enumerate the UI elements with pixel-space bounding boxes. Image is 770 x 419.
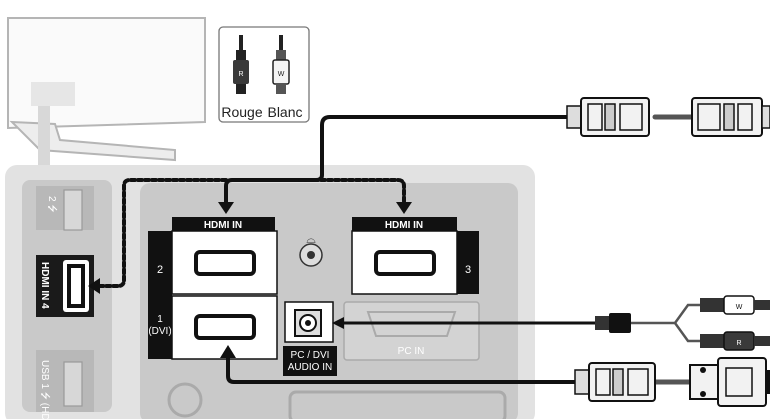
legend-rouge-label: Rouge	[221, 104, 262, 120]
rca-legend: R W Rouge Blanc	[218, 26, 310, 123]
pc-in-label: PC IN	[398, 346, 425, 357]
legend-red-letter: R	[238, 71, 243, 78]
port-3-label: 3	[465, 264, 471, 276]
hdmi-right-header: HDMI IN	[385, 220, 423, 231]
mini-jack-plug	[595, 313, 631, 333]
usb2-label: 2 ⭍	[46, 196, 58, 213]
hdmi-left-header: HDMI IN	[204, 220, 242, 231]
hdmi-to-dvi-plug-hdmi-end	[574, 362, 656, 402]
hdmi1-dvi-port[interactable]	[194, 314, 256, 340]
white-plug-icon: W	[272, 35, 290, 94]
hdmi-to-dvi-plug-dvi-end	[689, 357, 770, 407]
rca-white-plug: W	[700, 295, 770, 315]
port-1-label-line1: 1	[157, 314, 163, 325]
tv-illustration	[7, 17, 206, 168]
usb1-port[interactable]	[63, 361, 83, 407]
legend-blanc-label: Blanc	[267, 104, 302, 120]
legend-white-letter: W	[278, 71, 285, 78]
pc-dvi-label-line1: PC / DVI	[291, 350, 330, 361]
rca-white-letter: W	[736, 304, 743, 311]
hdmi2-port[interactable]	[194, 250, 256, 276]
hdmi-cable-plug-right	[691, 97, 770, 137]
hdmi3-port[interactable]	[374, 250, 436, 276]
pc-in-port[interactable]	[366, 311, 457, 337]
usb1-label: USB 1 ⭍ (HDD)	[39, 360, 51, 419]
usb2-port[interactable]	[63, 189, 83, 231]
hdmi4-label: HDMI IN 4	[39, 262, 50, 309]
headphone-icon: ⌓	[306, 232, 316, 246]
rear-panel: HDMI IN 2 1 (DVI) ⌓ HDMI IN 3 PC / DVI A…	[140, 183, 518, 419]
port-2-label: 2	[157, 264, 163, 276]
side-panel: 2 ⭍ HDMI IN 4 USB 1 ⭍ (HDD)	[22, 180, 112, 419]
rca-red-plug: R	[700, 331, 770, 351]
port-1-label-line2: (DVI)	[148, 326, 171, 337]
rca-red-letter: R	[736, 340, 741, 347]
hdmi-cable-plug-left	[566, 97, 650, 137]
pc-dvi-label-line2: AUDIO IN	[288, 362, 332, 373]
red-plug-icon: R	[233, 35, 249, 94]
cables	[88, 114, 702, 385]
